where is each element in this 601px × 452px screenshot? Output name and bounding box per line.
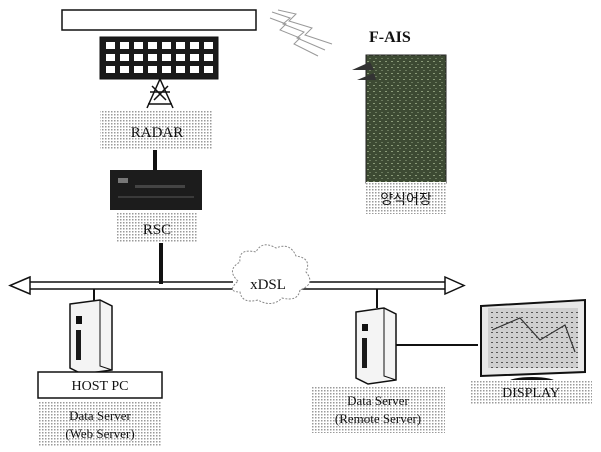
- rsc-device-icon: [110, 170, 202, 210]
- antenna-cell: [190, 66, 199, 73]
- fais-label: F-AIS: [369, 29, 411, 46]
- radar-tower-icon: [146, 78, 174, 109]
- antenna-cell: [176, 54, 185, 61]
- fish-farm-photo: [352, 54, 447, 184]
- antenna-cell: [134, 42, 143, 49]
- network-label: xDSL: [250, 277, 286, 293]
- remote-server-box: [311, 387, 445, 433]
- web-server-box: [38, 401, 162, 447]
- antenna-cell: [162, 42, 171, 49]
- wireless-signal-icon: [269, 9, 333, 57]
- web-server-label-2: (Web Server): [65, 426, 134, 441]
- radar-antenna-bar: [61, 9, 257, 31]
- antenna-cell: [148, 54, 157, 61]
- antenna-cell: [134, 54, 143, 61]
- host-pc-tower-icon: [69, 299, 113, 375]
- antenna-cell: [120, 42, 129, 49]
- remote-server-label-2: (Remote Server): [335, 411, 421, 426]
- cloud-icon: [232, 244, 311, 304]
- antenna-cell: [204, 54, 213, 61]
- antenna-cell: [176, 66, 185, 73]
- farm-box: [366, 182, 446, 214]
- antenna-cell: [120, 66, 129, 73]
- remote-server-label-1: Data Server: [347, 393, 409, 408]
- antenna-cell: [162, 66, 171, 73]
- antenna-cell: [134, 66, 143, 73]
- display-label: DISPLAY: [502, 386, 560, 401]
- rsc-box: [117, 213, 197, 243]
- antenna-cell: [190, 42, 199, 49]
- radar-antenna-icon: [99, 36, 219, 80]
- radar-box: [100, 110, 212, 150]
- network-bus: [8, 275, 466, 296]
- antenna-cell: [106, 66, 115, 73]
- host-pc-label: HOST PC: [72, 379, 129, 394]
- antenna-cell: [148, 42, 157, 49]
- farm-label: 양식어장: [380, 192, 432, 208]
- antenna-cell: [148, 66, 157, 73]
- antenna-cell: [204, 66, 213, 73]
- antenna-cell: [120, 54, 129, 61]
- rsc-label: RSC: [143, 222, 171, 238]
- antenna-cell: [176, 42, 185, 49]
- remote-pc-tower-icon: [355, 307, 397, 385]
- radar-label: RADAR: [131, 125, 184, 141]
- antenna-cell: [106, 54, 115, 61]
- monitor-icon: [480, 298, 586, 387]
- antenna-cell: [204, 42, 213, 49]
- antenna-cell: [162, 54, 171, 61]
- web-server-label-1: Data Server: [69, 408, 131, 423]
- display-box: [470, 380, 592, 404]
- antenna-cell: [190, 54, 199, 61]
- host-pc-box: [37, 371, 163, 399]
- antenna-cell: [106, 42, 115, 49]
